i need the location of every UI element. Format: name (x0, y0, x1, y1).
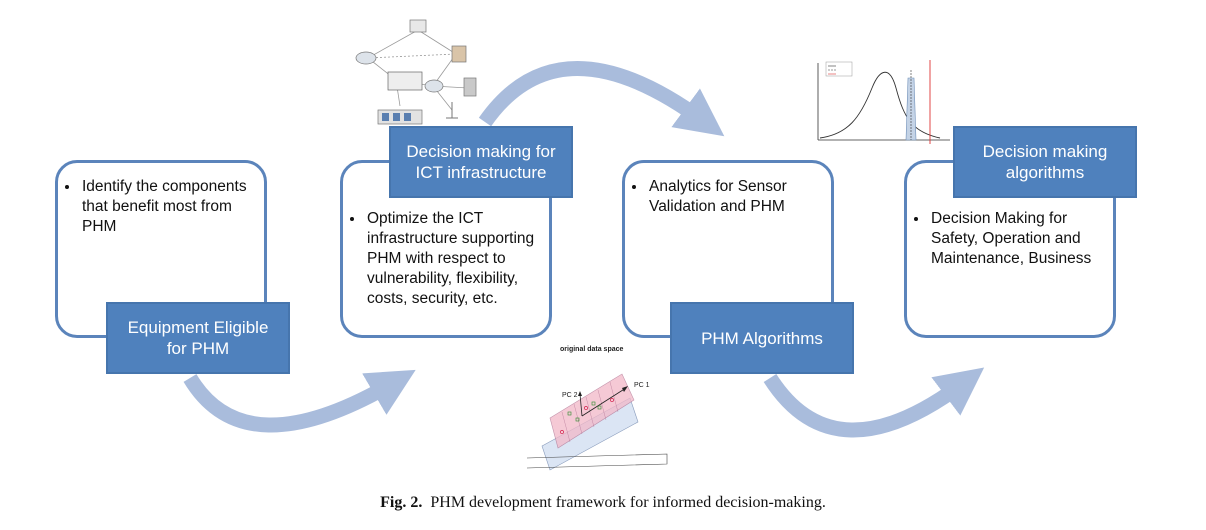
figure-caption-label: Fig. 2. (380, 494, 423, 511)
arrow-stage3-to-stage4 (763, 367, 985, 438)
stage-phm-label-text: PHM Algorithms (701, 328, 823, 348)
pca-axis-pc1: PC 1 (634, 382, 650, 389)
pca-plot (526, 373, 668, 471)
figure-caption: Fig. 2. PHM development framework for in… (0, 494, 1206, 512)
figure-caption-text: PHM development framework for informed d… (430, 494, 826, 511)
stage-equipment-label: Equipment Eligible for PHM (106, 302, 290, 374)
stage-decision-label: Decision making algorithms (953, 126, 1137, 198)
stage-ict-label-text: Decision making for ICT infrastructure (406, 142, 556, 182)
stage-phm-label: PHM Algorithms (670, 302, 854, 374)
pca-title: original data space (560, 346, 624, 353)
stage-equipment-label-text: Equipment Eligible for PHM (127, 318, 269, 358)
threshold-pdf-thumbnail (817, 60, 950, 144)
arrow-stage2-to-stage3 (478, 61, 725, 137)
ict-network-thumbnail (355, 19, 477, 125)
stage-ict-bullet: Optimize the ICT infrastructure supporti… (365, 209, 543, 309)
arrow-stage1-to-stage2 (183, 369, 416, 433)
stage-decision-label-text: Decision making algorithms (982, 142, 1108, 182)
pca-axis-pc2: PC 2 (562, 392, 578, 399)
pca-thumbnail: original data space PC 1 PC 2 (522, 346, 672, 471)
stage-ict-label: Decision making for ICT infrastructure (389, 126, 573, 198)
stage-equipment-bullet: Identify the components that benefit mos… (80, 177, 254, 237)
stage-decision-bullet: Decision Making for Safety, Operation an… (929, 209, 1107, 269)
stage-phm-bullet: Analytics for Sensor Validation and PHM (647, 177, 821, 217)
